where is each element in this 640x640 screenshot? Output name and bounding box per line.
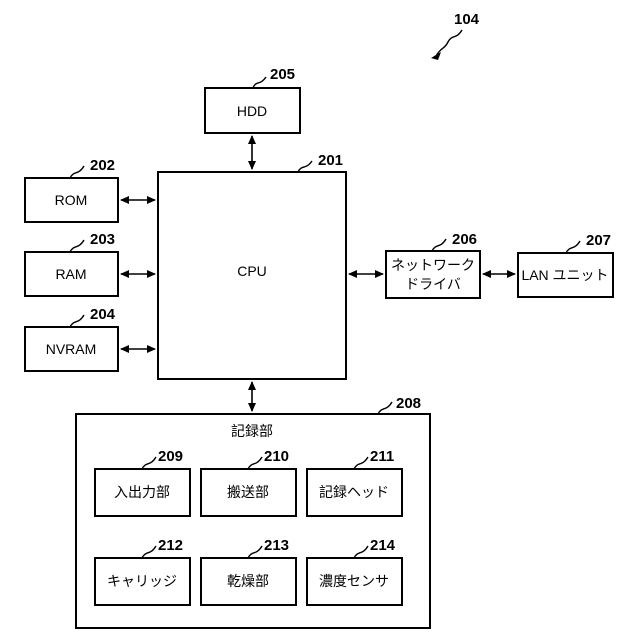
network-driver-label-line2: ドライバ [405, 276, 461, 292]
hdd-ref-leader [253, 77, 266, 88]
ram-block: RAM 203 [25, 231, 118, 296]
network-driver-ref-leader [432, 239, 446, 251]
nvram-ref: 204 [90, 306, 116, 323]
nvram-label: NVRAM [46, 341, 97, 357]
density-sensor-ref: 214 [370, 537, 396, 554]
nvram-ref-leader [70, 315, 84, 327]
rom-ref-leader [70, 166, 84, 178]
recording-section-label: 記録部 [231, 423, 273, 439]
hdd-label: HDD [237, 103, 267, 119]
lan-unit-ref: 207 [586, 232, 611, 249]
figure-ref-label: 104 [454, 11, 480, 28]
transport-ref: 210 [264, 448, 289, 465]
rom-label: ROM [55, 192, 88, 208]
input-output-label: 入出力部 [114, 484, 170, 500]
rom-block: ROM 202 [25, 157, 118, 222]
density-sensor-label: 濃度センサ [319, 573, 389, 589]
figure-ref-arrowhead [431, 52, 441, 60]
network-driver-label-line1: ネットワーク [391, 257, 475, 273]
ram-ref-leader [70, 240, 84, 252]
cpu-label: CPU [237, 263, 267, 279]
recording-head-label: 記録ヘッド [319, 484, 389, 500]
carriage-label: キャリッジ [107, 573, 177, 589]
cpu-ref: 201 [318, 152, 343, 169]
network-driver-ref: 206 [452, 231, 477, 248]
figure-ref-squiggle [436, 30, 462, 56]
recording-section-ref-leader [378, 402, 392, 414]
recording-section-ref: 208 [396, 395, 421, 412]
input-output-ref: 209 [158, 448, 183, 465]
ram-ref: 203 [90, 231, 115, 248]
hdd-block: HDD 205 [205, 66, 300, 133]
hdd-ref: 205 [270, 66, 295, 83]
cpu-ref-leader [298, 161, 312, 172]
rom-ref: 202 [90, 157, 115, 174]
recording-head-ref: 211 [370, 448, 394, 465]
cpu-block: CPU 201 [158, 152, 346, 379]
lan-unit-ref-leader [566, 241, 580, 253]
drying-ref: 213 [264, 537, 289, 554]
transport-label: 搬送部 [227, 484, 269, 500]
ram-label: RAM [55, 266, 86, 282]
carriage-ref: 212 [158, 537, 183, 554]
lan-unit-label: LAN ユニット [521, 267, 608, 283]
nvram-block: NVRAM 204 [25, 306, 118, 371]
network-driver-block: ネットワーク ドライバ 206 [386, 231, 480, 298]
lan-unit-block: LAN ユニット 207 [518, 232, 613, 297]
drying-label: 乾燥部 [227, 573, 269, 589]
